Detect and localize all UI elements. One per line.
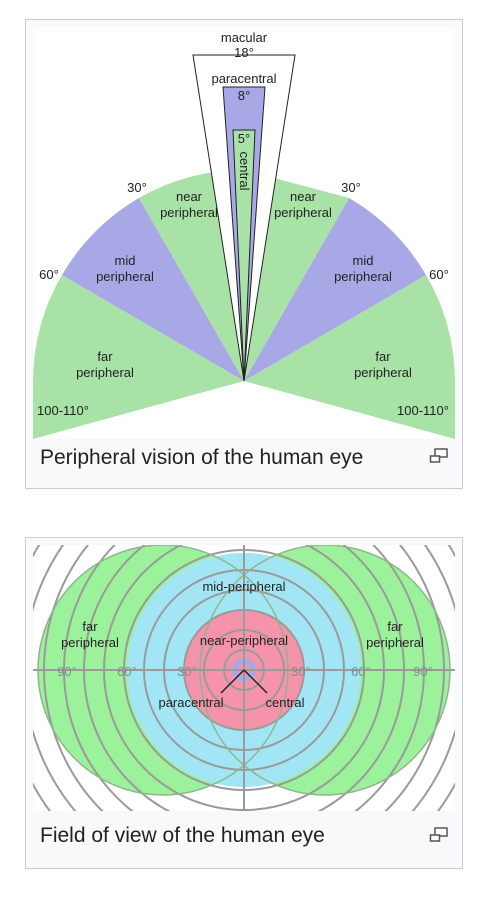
thumbnail-peripheral-vision: macular 18° paracentral 8° 5° central ne… [25, 19, 463, 489]
near-peripheral-label: near-peripheral [200, 633, 288, 648]
deg100-right: 100-110° [397, 403, 449, 418]
macular-degree: 18° [234, 45, 254, 60]
mid-peripheral-label: mid-peripheral [202, 579, 285, 594]
deg30-right: 30° [291, 664, 311, 679]
field-of-view-diagram[interactable]: 90° 60° 30° 30° 60° 90° mid-peripheral n… [33, 545, 455, 811]
far-right-line1: far [375, 349, 391, 364]
mid-right-line2: peripheral [334, 269, 392, 284]
mid-left-line2: peripheral [96, 269, 154, 284]
central-wedge [232, 129, 256, 382]
far-right-line2: peripheral [366, 635, 424, 650]
far-left-line1: far [97, 349, 113, 364]
near-left-line2: peripheral [160, 205, 218, 220]
deg60-left: 60° [117, 664, 137, 679]
paracentral-label: paracentral [158, 695, 223, 710]
peripheral-vision-diagram[interactable]: macular 18° paracentral 8° 5° central ne… [33, 27, 455, 439]
far-peripheral-region-right [244, 275, 455, 439]
far-left-line2: peripheral [61, 635, 119, 650]
figure-caption: Field of view of the human eye [40, 824, 325, 847]
central-label: central [237, 151, 252, 190]
field-of-view-svg: 90° 60° 30° 30° 60° 90° mid-peripheral n… [33, 545, 455, 811]
near-right-line2: peripheral [274, 205, 332, 220]
deg30-right: 30° [341, 180, 361, 195]
macular-label: macular [221, 30, 268, 45]
far-peripheral-region [33, 275, 244, 439]
mid-left-line1: mid [115, 253, 136, 268]
figure-caption: Peripheral vision of the human eye [40, 446, 364, 469]
thumbnail-field-of-view: 90° 60° 30° 30° 60° 90° mid-peripheral n… [25, 537, 463, 869]
far-left-line2: peripheral [76, 365, 134, 380]
paracentral-label: paracentral [211, 71, 276, 86]
deg60-right: 60° [351, 664, 371, 679]
central-label: central [265, 695, 304, 710]
far-left-line1: far [82, 619, 98, 634]
deg90-left: 90° [57, 664, 77, 679]
magnify-icon[interactable] [429, 448, 449, 464]
deg60-left: 60° [39, 267, 59, 282]
deg30-left: 30° [127, 180, 147, 195]
magnify-icon[interactable] [429, 827, 449, 843]
near-left-line1: near [176, 189, 203, 204]
deg90-right: 90° [413, 664, 433, 679]
far-right-line2: peripheral [354, 365, 412, 380]
mid-peripheral-region [62, 198, 244, 381]
deg30-left: 30° [177, 664, 197, 679]
deg100-left: 100-110° [37, 403, 89, 418]
central-degree: 5° [238, 131, 250, 146]
mid-right-line1: mid [353, 253, 374, 268]
far-right-line1: far [387, 619, 403, 634]
mid-peripheral-region-right [244, 198, 426, 381]
paracentral-degree: 8° [238, 88, 250, 103]
deg60-right: 60° [429, 267, 449, 282]
peripheral-vision-svg: macular 18° paracentral 8° 5° central ne… [33, 30, 455, 439]
near-right-line1: near [290, 189, 317, 204]
